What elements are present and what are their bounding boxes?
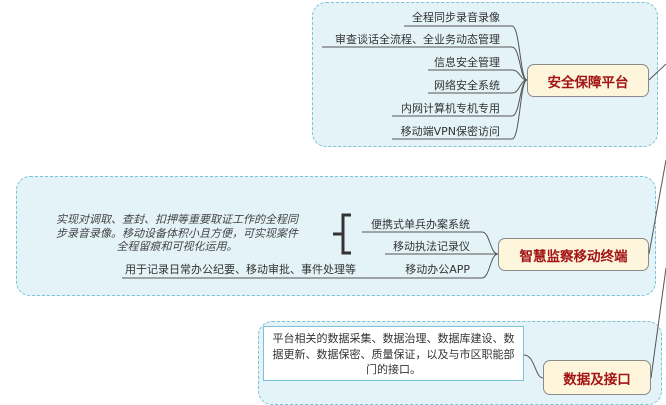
branch-law-enforcement-recorder: 移动执法记录仪: [393, 240, 470, 253]
branch-intranet-computers: 内网计算机专机专用: [401, 102, 500, 115]
branch-network-security: 网络安全系统: [434, 79, 500, 92]
branch-vpn-access: 移动端VPN保密访问: [400, 125, 500, 138]
data-description: 平台相关的数据采集、数据治理、数据库建设、数据更新、数据保密、质量保证，以及与市…: [263, 326, 524, 381]
central-node-data: 数据及接口: [543, 360, 651, 395]
branch-portable-case-system: 便携式单兵办案系统: [371, 218, 470, 231]
mobile-recording-note: 实现对调取、查封、扣押等重要取证工作的全程同步录音录像。移动设备体积小且方便，可…: [56, 213, 298, 253]
branch-interrogation-management: 审查谈话全流程、全业务动态管理: [335, 33, 500, 46]
central-node-security: 安全保障平台: [527, 64, 649, 97]
central-node-mobile: 智慧监察移动终端: [498, 238, 649, 271]
branch-mobile-office-app: 移动办公APP: [405, 263, 470, 276]
branch-recording: 全程同步录音录像: [412, 11, 500, 24]
branch-info-security: 信息安全管理: [434, 56, 500, 69]
mobile-app-detail: 用于记录日常办公纪要、移动审批、事件处理等: [125, 263, 356, 276]
